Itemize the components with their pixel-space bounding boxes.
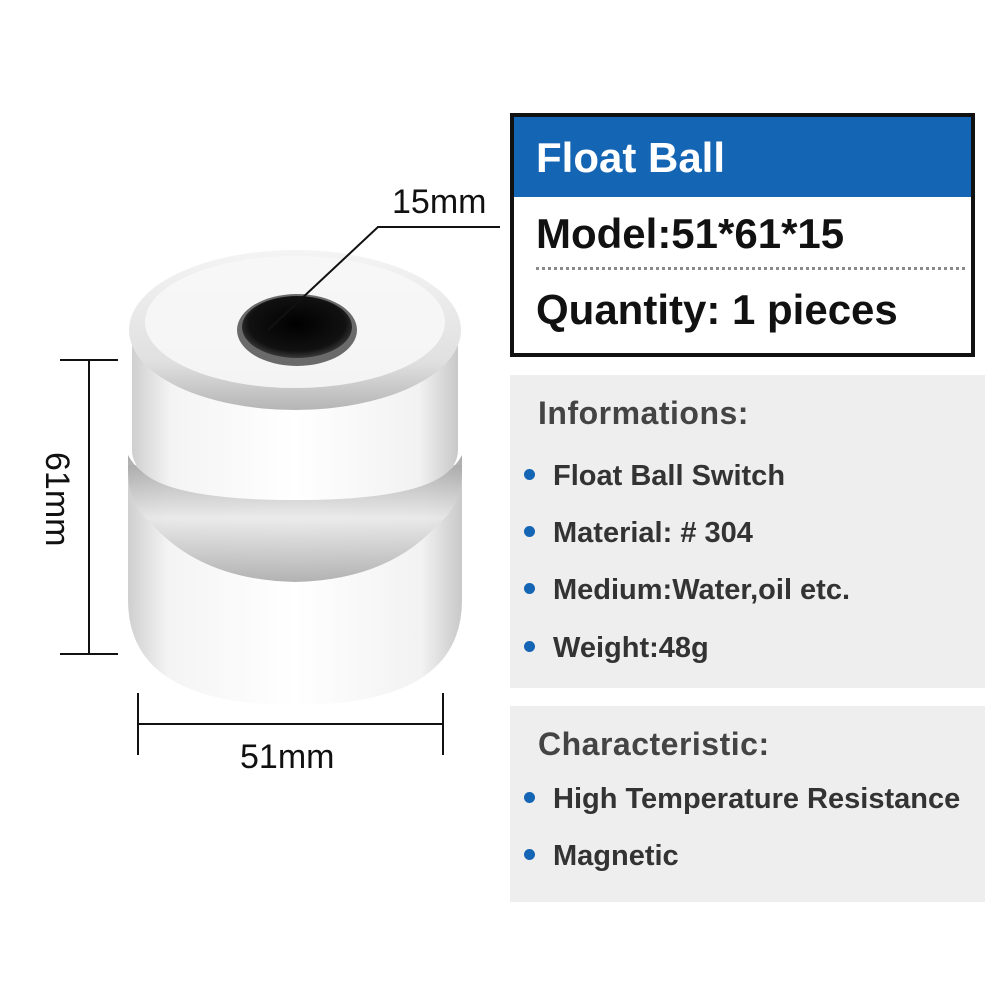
info-item: Medium:Water,oil etc. (524, 574, 850, 607)
info-item-label: Medium:Water,oil etc. (553, 574, 851, 606)
characteristic-heading: Characteristic: (538, 726, 770, 762)
characteristic-panel: Characteristic: High Temperature Resista… (510, 706, 985, 902)
top-dimension-label: 15mm (392, 183, 486, 221)
info-item: Float Ball Switch (524, 460, 785, 493)
float-hole (242, 296, 352, 358)
bullet-dot-icon (524, 848, 535, 860)
informations-heading: Informations: (538, 395, 749, 431)
top-dimension-leader (267, 226, 500, 331)
info-item: Material: # 304 (524, 517, 753, 550)
characteristic-item: High Temperature Resistance (524, 783, 960, 816)
height-dimension-label: 61mm (38, 452, 76, 546)
info-item-label: Float Ball Switch (553, 460, 786, 492)
width-dimension-label: 51mm (240, 738, 334, 776)
spec-model: Model:51*61*15 (536, 210, 845, 257)
spec-title: Float Ball (514, 117, 971, 197)
info-item-label: Material: # 304 (553, 517, 753, 549)
spec-quantity: Quantity: 1 pieces (536, 286, 898, 333)
float-groove (128, 455, 462, 582)
width-dimension: 51mm (137, 693, 444, 776)
characteristic-item: Magnetic (524, 840, 679, 873)
height-dimension: 61mm (38, 359, 118, 655)
info-item-label: Weight:48g (553, 632, 709, 664)
bullet-dot-icon (524, 582, 535, 594)
info-item: Weight:48g (524, 632, 709, 665)
spec-divider (536, 267, 965, 270)
characteristic-item-label: Magnetic (553, 840, 679, 872)
bullet-dot-icon (524, 640, 535, 652)
float-ball-image (128, 250, 462, 705)
spec-box: Float Ball Model:51*61*15 Quantity: 1 pi… (510, 113, 975, 357)
bullet-dot-icon (524, 468, 535, 480)
bullet-dot-icon (524, 791, 535, 803)
characteristic-item-label: High Temperature Resistance (553, 783, 961, 815)
bullet-dot-icon (524, 525, 535, 537)
informations-panel: Informations: Float Ball Switch Material… (510, 375, 985, 688)
